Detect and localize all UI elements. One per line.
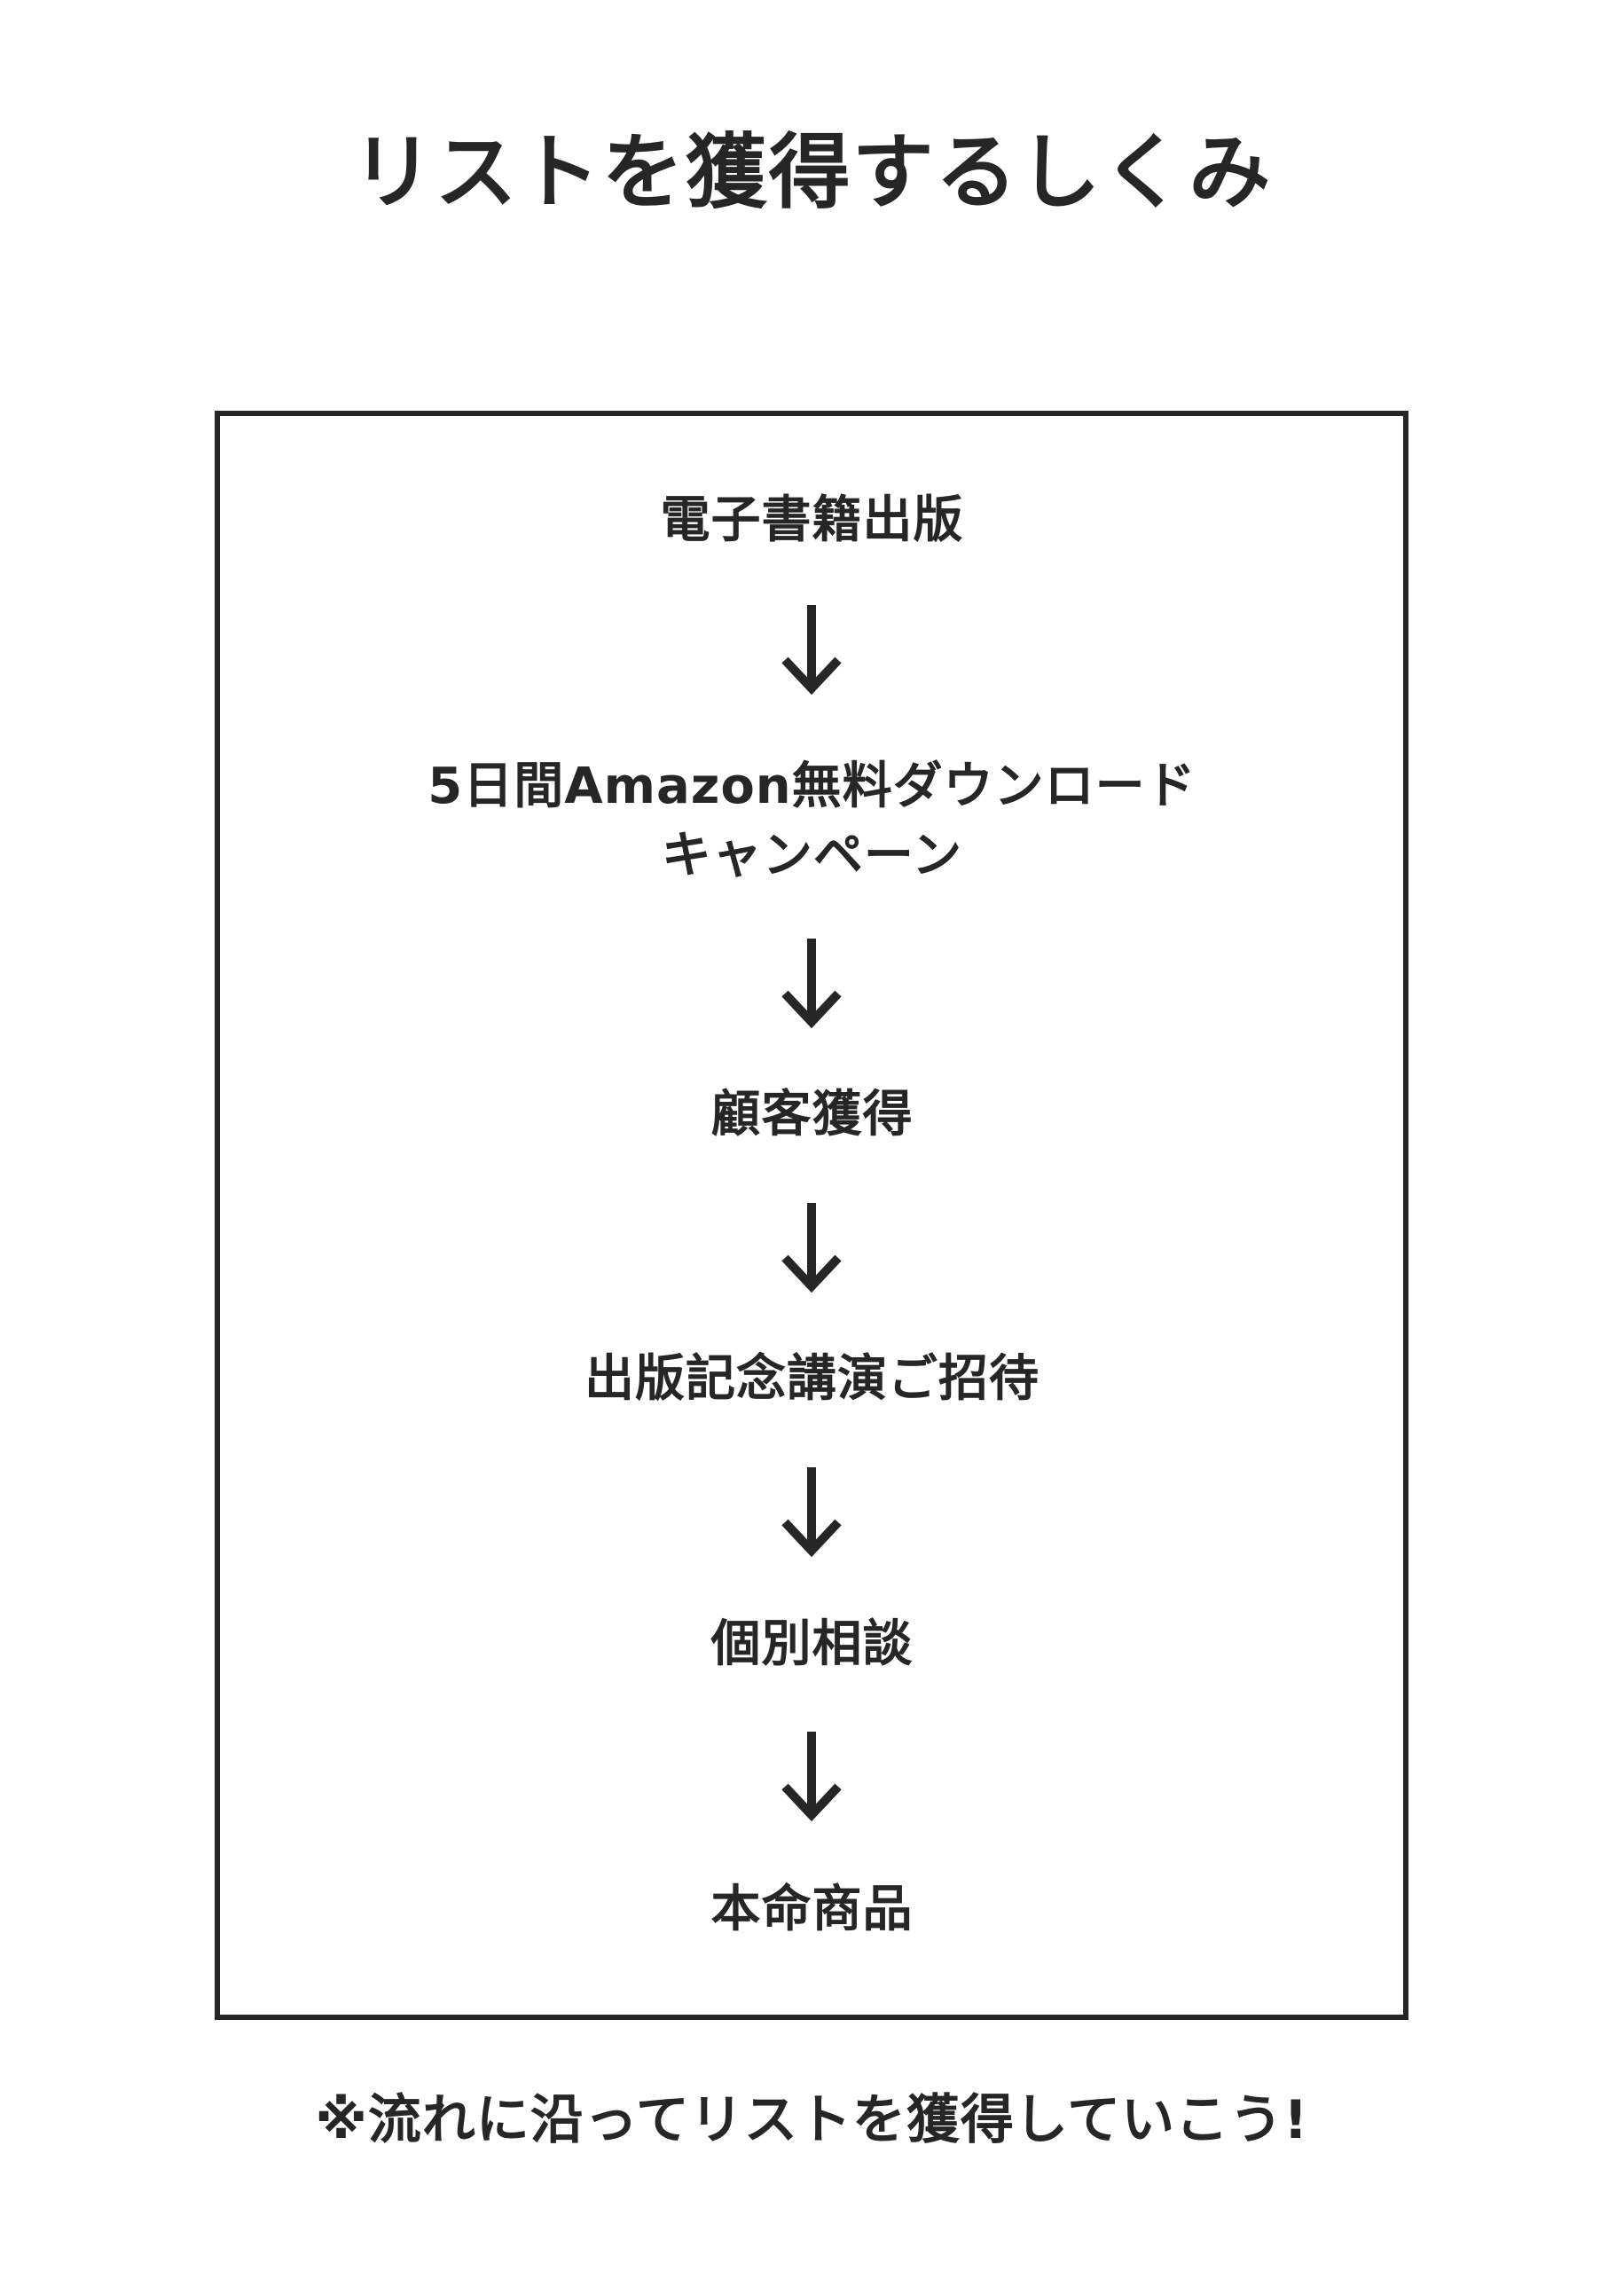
down-arrow-icon [781, 1203, 842, 1293]
down-arrow-icon [781, 939, 842, 1029]
down-arrow-icon [781, 605, 842, 695]
down-arrow-icon [781, 1467, 842, 1558]
flow-step-customer-acquisition: 顧客獲得 [710, 1086, 914, 1143]
flow-step-free-download-line1: 5日間Amazon無料ダウンロード [428, 758, 1196, 815]
page-title: リストを獲得するしくみ [351, 125, 1273, 220]
down-arrow-icon [781, 1732, 842, 1822]
flow-frame [215, 411, 1408, 2020]
flow-step-seminar-invitation: 出版記念講演ご招待 [584, 1350, 1040, 1408]
flow-step-ebook-publishing: 電子書籍出版 [660, 491, 964, 549]
flow-step-individual-consultation: 個別相談 [710, 1615, 914, 1673]
flow-step-free-download-line2: キャンペーン [661, 827, 963, 884]
footnote: ※流れに沿ってリストを獲得していこう! [315, 2089, 1309, 2151]
flow-step-free-download-campaign: 5日間Amazon無料ダウンロード キャンペーン [0, 752, 1624, 891]
flow-step-main-product: 本命商品 [710, 1881, 914, 1938]
